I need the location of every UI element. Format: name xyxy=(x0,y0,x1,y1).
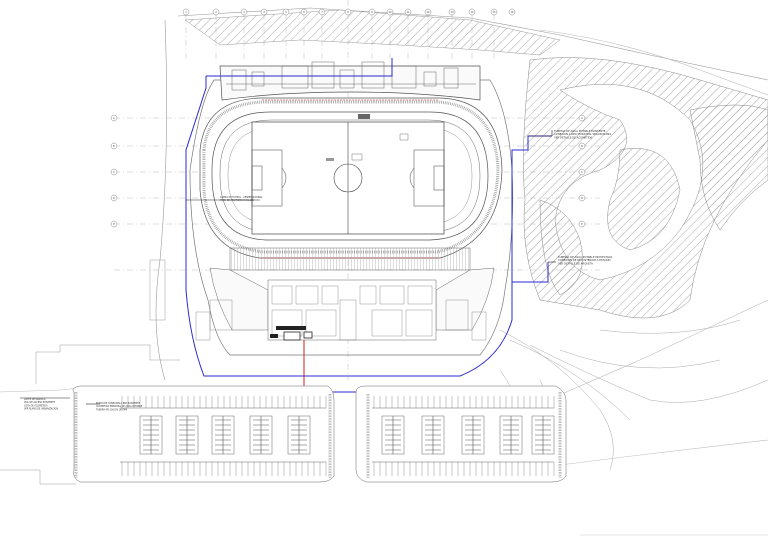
grid-bubble-label: 13 xyxy=(450,11,454,14)
grid-bubble xyxy=(110,194,118,202)
stadium xyxy=(189,61,514,356)
grid-bubble-label: D xyxy=(113,197,115,200)
callout-leaders xyxy=(20,130,556,405)
grid-bubble-label: 11 xyxy=(406,11,410,14)
grid-bubble xyxy=(578,114,586,122)
grid-bubble-label: E xyxy=(581,223,583,226)
grid-bubble-label: 4 xyxy=(263,11,265,14)
callout-line: TUBERIA DE AGUA POTABLE EXISTENTE xyxy=(554,129,606,133)
grid-bubbles-right: A B C D E xyxy=(578,114,586,228)
grid-bubble xyxy=(578,194,586,202)
callout-west-parking: PUNTO DE CONEXION A RED EXISTENTEACOMETI… xyxy=(96,402,143,411)
grid-bubble-label: 9 xyxy=(371,11,373,14)
grid-bubble-label: C xyxy=(113,171,115,174)
grid-bubble xyxy=(468,8,476,16)
grid-bubble-label: E xyxy=(113,223,115,226)
east-landscape xyxy=(523,57,768,319)
west-buildings xyxy=(0,259,180,485)
grid-bubble-label: C xyxy=(581,171,583,174)
callout-line: VIAL DE ACCESO EXISTENTE xyxy=(24,401,56,404)
callout-line: TUBERIA PE-100 DN 160 MM xyxy=(96,408,127,411)
grid-bubble-label: 8 xyxy=(347,11,349,14)
callout-line: VER DETALLE DE ACOMETIDA xyxy=(554,135,592,139)
grid-bubble xyxy=(404,8,412,16)
grid-bubble xyxy=(578,168,586,176)
grid-bubble-label: B xyxy=(113,145,115,148)
grid-bubble xyxy=(110,168,118,176)
callout-line: PUNTO DE CONEXION A RED EXISTENTE xyxy=(96,402,141,405)
grid-bubble xyxy=(448,8,456,16)
grid-bubble xyxy=(240,8,248,16)
grid-bubble xyxy=(578,142,586,150)
grid-bubble xyxy=(578,220,586,228)
callout-line: CAMPO DE FUTBOL - CESPED NATURAL xyxy=(220,196,263,199)
grid-bubble xyxy=(212,8,220,16)
grid-bubble-label: 6 xyxy=(303,11,305,14)
grid-bubble xyxy=(368,8,376,16)
grid-bubble xyxy=(110,142,118,150)
parking-stalls-right xyxy=(373,396,555,476)
grid-bubble-label: 3 xyxy=(243,11,245,14)
grid-bubble-label: A xyxy=(581,117,583,120)
parking-lots xyxy=(72,385,567,483)
grid-bubble-label: 2 xyxy=(215,11,217,14)
grid-bubble xyxy=(282,8,290,16)
callout-east-bottom: TUBERIA DE AGUA POTABLE PROYECTADACONEXI… xyxy=(558,255,613,265)
grid-bubble xyxy=(490,8,498,16)
callout-east-top: TUBERIA DE AGUA POTABLE EXISTENTECONEXIO… xyxy=(554,129,611,139)
grid-bubble-label: 10 xyxy=(388,11,392,14)
grid-bubble xyxy=(344,8,352,16)
grid-bubble xyxy=(386,8,394,16)
grid-bubble-label: 15 xyxy=(492,11,496,14)
grid-bubble xyxy=(300,8,308,16)
parking-stalls-left xyxy=(121,396,327,476)
grid-bubble xyxy=(318,8,326,16)
grid-bubble xyxy=(508,8,516,16)
grid-bubble-label: 16 xyxy=(510,11,514,14)
north-embankment xyxy=(184,9,561,56)
callout-line: VER PLANO DE URBANIZACION xyxy=(24,408,58,411)
callout-line: LIMITE DE PARCELA xyxy=(24,398,46,401)
callout-line: PISTA DE ATLETISMO 8 CALLES xyxy=(220,199,254,202)
grid-bubbles-left: A B C D E xyxy=(110,114,118,228)
grid-bubble-label: 7 xyxy=(321,11,323,14)
callout-line: CONEXION A RED MUNICIPAL SEGUN PLANO xyxy=(554,132,611,136)
callout-line: VER DETALLE DE ARQUETA xyxy=(558,261,593,265)
grid-bubble-label: 14 xyxy=(470,11,474,14)
callout-line: CONEXION DE RED INTERIOR A ESTADIO xyxy=(558,258,611,262)
grid-bubble-label: 1 xyxy=(185,11,187,14)
grid-bubble-label: A xyxy=(113,117,115,120)
grid-bubble-label: B xyxy=(581,145,583,148)
grid-bubble-label: D xyxy=(581,197,583,200)
grid-bubble xyxy=(260,8,268,16)
grid-bubble xyxy=(110,114,118,122)
grid-bubble xyxy=(110,220,118,228)
grid-bubble xyxy=(424,8,432,16)
callout-line: ACOMETIDA PRINCIPAL DE AGUA POTABLE xyxy=(96,405,143,408)
callout-line: TUBERIA DE AGUA POTABLE PROYECTADA xyxy=(558,255,613,259)
callout-line: COTA DE ACOMETIDA xyxy=(24,404,48,407)
grid-bubble xyxy=(182,8,190,16)
grid-bubble-label: 12 xyxy=(426,11,430,14)
grid-bubble-label: 5 xyxy=(285,11,287,14)
